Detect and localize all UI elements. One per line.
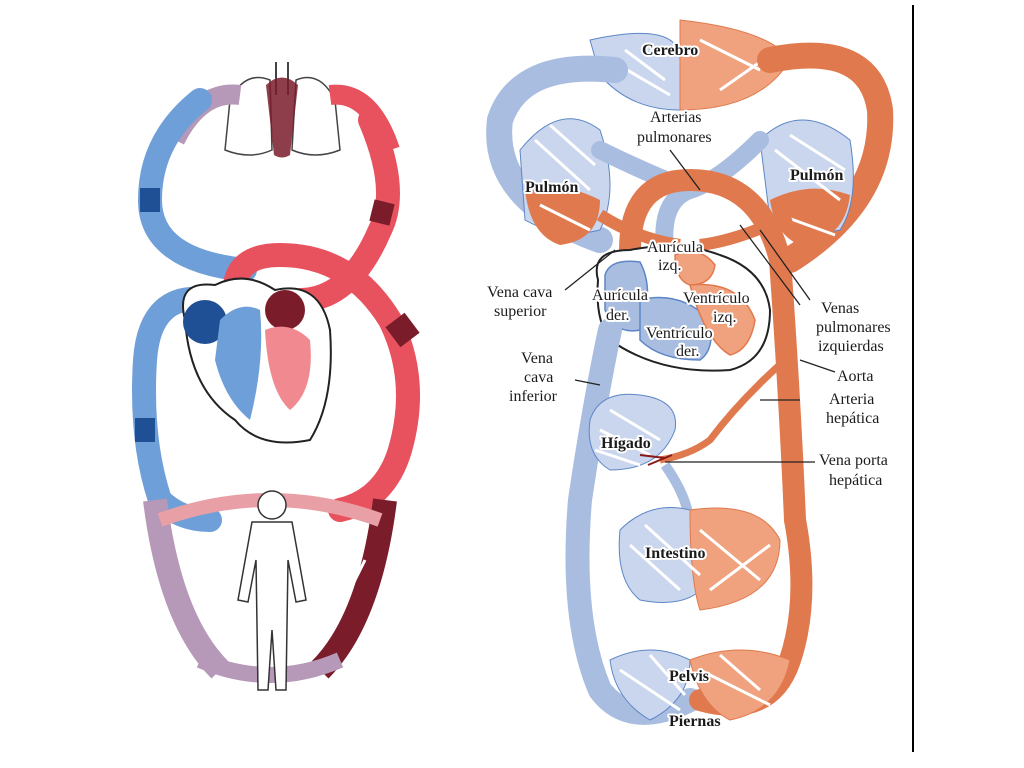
label-pulmon-right: Pulmón xyxy=(790,167,843,184)
label-pulmon-left: Pulmón xyxy=(525,179,578,196)
label-arterias: Arterias xyxy=(650,109,702,126)
pulmonary-veins-left xyxy=(596,209,681,251)
label-ventriculo-izq-1: Ventrículo xyxy=(683,290,750,307)
inferior-vena-cava xyxy=(565,318,702,725)
right-lung xyxy=(759,119,854,245)
label-auricula-der-2: der. xyxy=(606,307,630,324)
label-vena-cava-inf-1: Vena xyxy=(521,350,553,367)
left-lung xyxy=(519,118,611,245)
label-venas-pulm-2: pulmonares xyxy=(816,319,891,336)
label-higado: Hígado xyxy=(601,435,651,452)
label-intestino: Intestino xyxy=(645,545,705,562)
label-arteria-hep-1: Arteria xyxy=(829,391,874,408)
intestine xyxy=(618,507,781,611)
pulmonary-veins-right xyxy=(699,209,793,251)
pelvis-legs-capillaries xyxy=(609,649,791,721)
label-pelvis: Pelvis xyxy=(669,668,709,685)
human-figure-icon xyxy=(237,490,307,691)
labels: Cerebro Arterias pulmonares Pulmón Pulmó… xyxy=(485,40,893,732)
leader-lines xyxy=(564,149,836,463)
label-vena-cava-sup-1: Vena cava xyxy=(487,284,552,301)
pulmonary-vein-loop xyxy=(288,108,400,312)
label-ventriculo-izq-2: izq. xyxy=(713,309,737,326)
label-vena-porta-2: hepática xyxy=(829,472,882,489)
liver xyxy=(588,393,677,471)
aortic-arch xyxy=(222,242,420,522)
label-auricula-izq-2: izq. xyxy=(658,257,682,274)
label-ventriculo-der-1: Ventrículo xyxy=(646,325,713,342)
label-ventriculo-der-2: der. xyxy=(676,343,700,360)
label-auricula-izq-1: Aurícula xyxy=(647,239,703,256)
right-diagram: Cerebro Arterias pulmonares Pulmón Pulmó… xyxy=(485,5,914,752)
label-venas-pulm-1: Venas xyxy=(821,300,859,317)
label-piernas: Piernas xyxy=(669,713,721,730)
label-vena-cava-inf-2: cava xyxy=(524,369,553,386)
hepatic-artery xyxy=(659,357,788,464)
heart xyxy=(595,245,772,372)
label-auricula-der-1: Aurícula xyxy=(592,287,648,304)
label-pulmonares: pulmonares xyxy=(637,129,712,146)
lungs-icon xyxy=(224,62,341,158)
label-cerebro: Cerebro xyxy=(642,42,698,59)
label-arteria-hep-2: hepática xyxy=(826,410,879,427)
label-aorta: Aorta xyxy=(837,368,873,385)
label-vena-porta-1: Vena porta xyxy=(819,452,888,469)
heart-icon xyxy=(182,277,332,444)
left-schematic xyxy=(132,62,420,691)
label-venas-pulm-3: izquierdas xyxy=(818,338,884,355)
label-vena-cava-sup-2: superior xyxy=(494,303,547,320)
label-vena-cava-inf-3: inferior xyxy=(509,388,558,405)
